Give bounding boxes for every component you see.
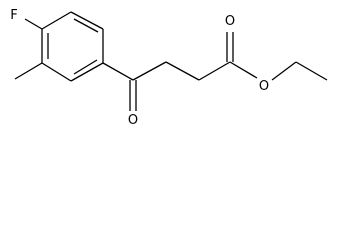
- bond-c-f: [24, 18, 43, 30]
- bond-ring-carbonyl: [102, 62, 134, 81]
- bond-chain-3: [198, 61, 231, 81]
- atom-label-fluorine: F: [10, 8, 17, 23]
- bond-ring-2: [70, 11, 104, 30]
- aromatic-ring: [41, 11, 104, 82]
- bond-ring-inner-1: [73, 18, 99, 33]
- bond-chain-2: [165, 61, 200, 81]
- atom-label-ester-oxygen: O: [259, 79, 269, 94]
- molecule-structure: F O O O: [10, 8, 328, 128]
- bond-ethyl-1: [271, 61, 297, 81]
- bond-ethyl-2: [295, 61, 328, 81]
- atom-label-carbonyl-oxygen: O: [225, 14, 235, 29]
- bond-chain-1: [132, 61, 167, 81]
- bond-ring-5: [41, 62, 72, 82]
- bond-methyl: [14, 62, 43, 80]
- bond-ring-4: [70, 62, 104, 82]
- bond-ester-single: [229, 61, 258, 79]
- structure-canvas: F O O O: [10, 8, 328, 128]
- atom-label-ketone-oxygen: O: [128, 113, 138, 128]
- bond-ring-inner-2: [73, 59, 98, 75]
- bond-ring-1: [41, 11, 72, 30]
